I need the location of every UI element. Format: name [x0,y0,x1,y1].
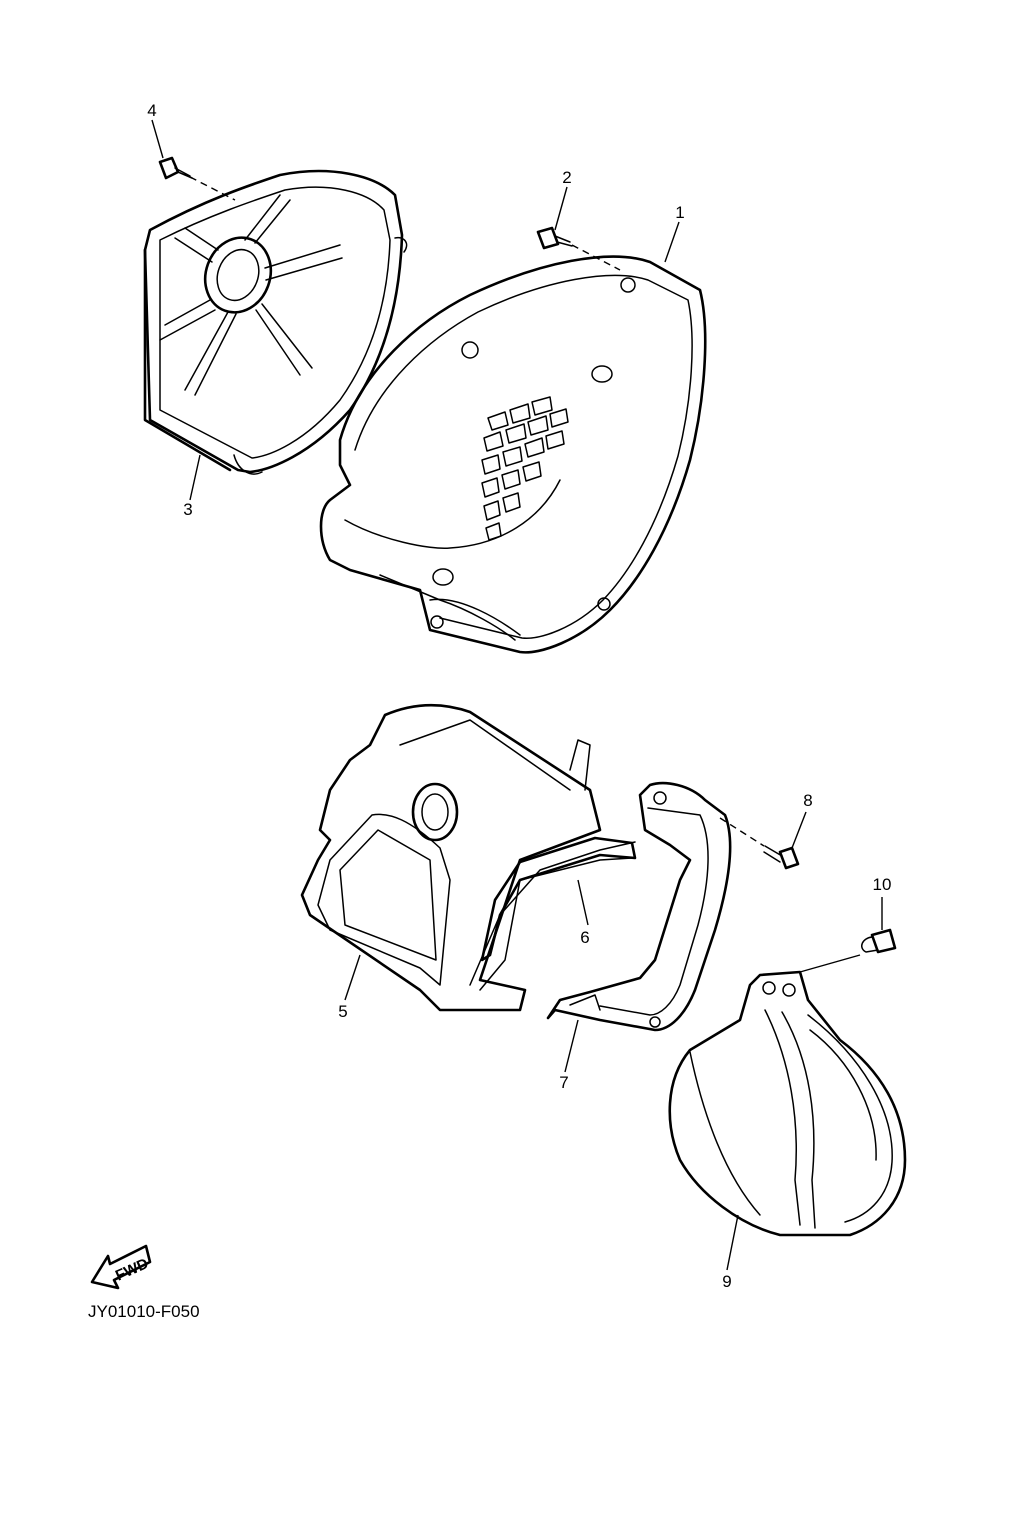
callout-1: 1 [675,203,684,222]
diagram-code: JY01010-F050 [88,1302,200,1321]
callout-4: 4 [147,101,156,120]
fwd-arrow-icon: FWD [90,1244,152,1290]
callout-9: 9 [722,1272,731,1291]
part-1-flywheel-cover [319,255,707,654]
bolt-2 [536,226,573,250]
bolt-10 [861,928,897,954]
part-7-plate [546,781,732,1032]
bolt-8 [763,845,800,870]
part-3-inner-cover [143,169,408,475]
bolt-4 [158,156,193,180]
callout-10: 10 [873,875,892,894]
part-5-lower-cover [300,703,637,1012]
callout-3: 3 [183,500,192,519]
callout-2: 2 [562,168,571,187]
callout-5: 5 [338,1002,347,1021]
callout-7: 7 [559,1073,568,1092]
leader-lines [151,119,883,1271]
assembly-dashes [189,176,765,847]
callout-8: 8 [803,791,812,810]
callout-6: 6 [580,928,589,947]
vent-grille [481,396,569,541]
part-9-shroud [668,970,907,1237]
